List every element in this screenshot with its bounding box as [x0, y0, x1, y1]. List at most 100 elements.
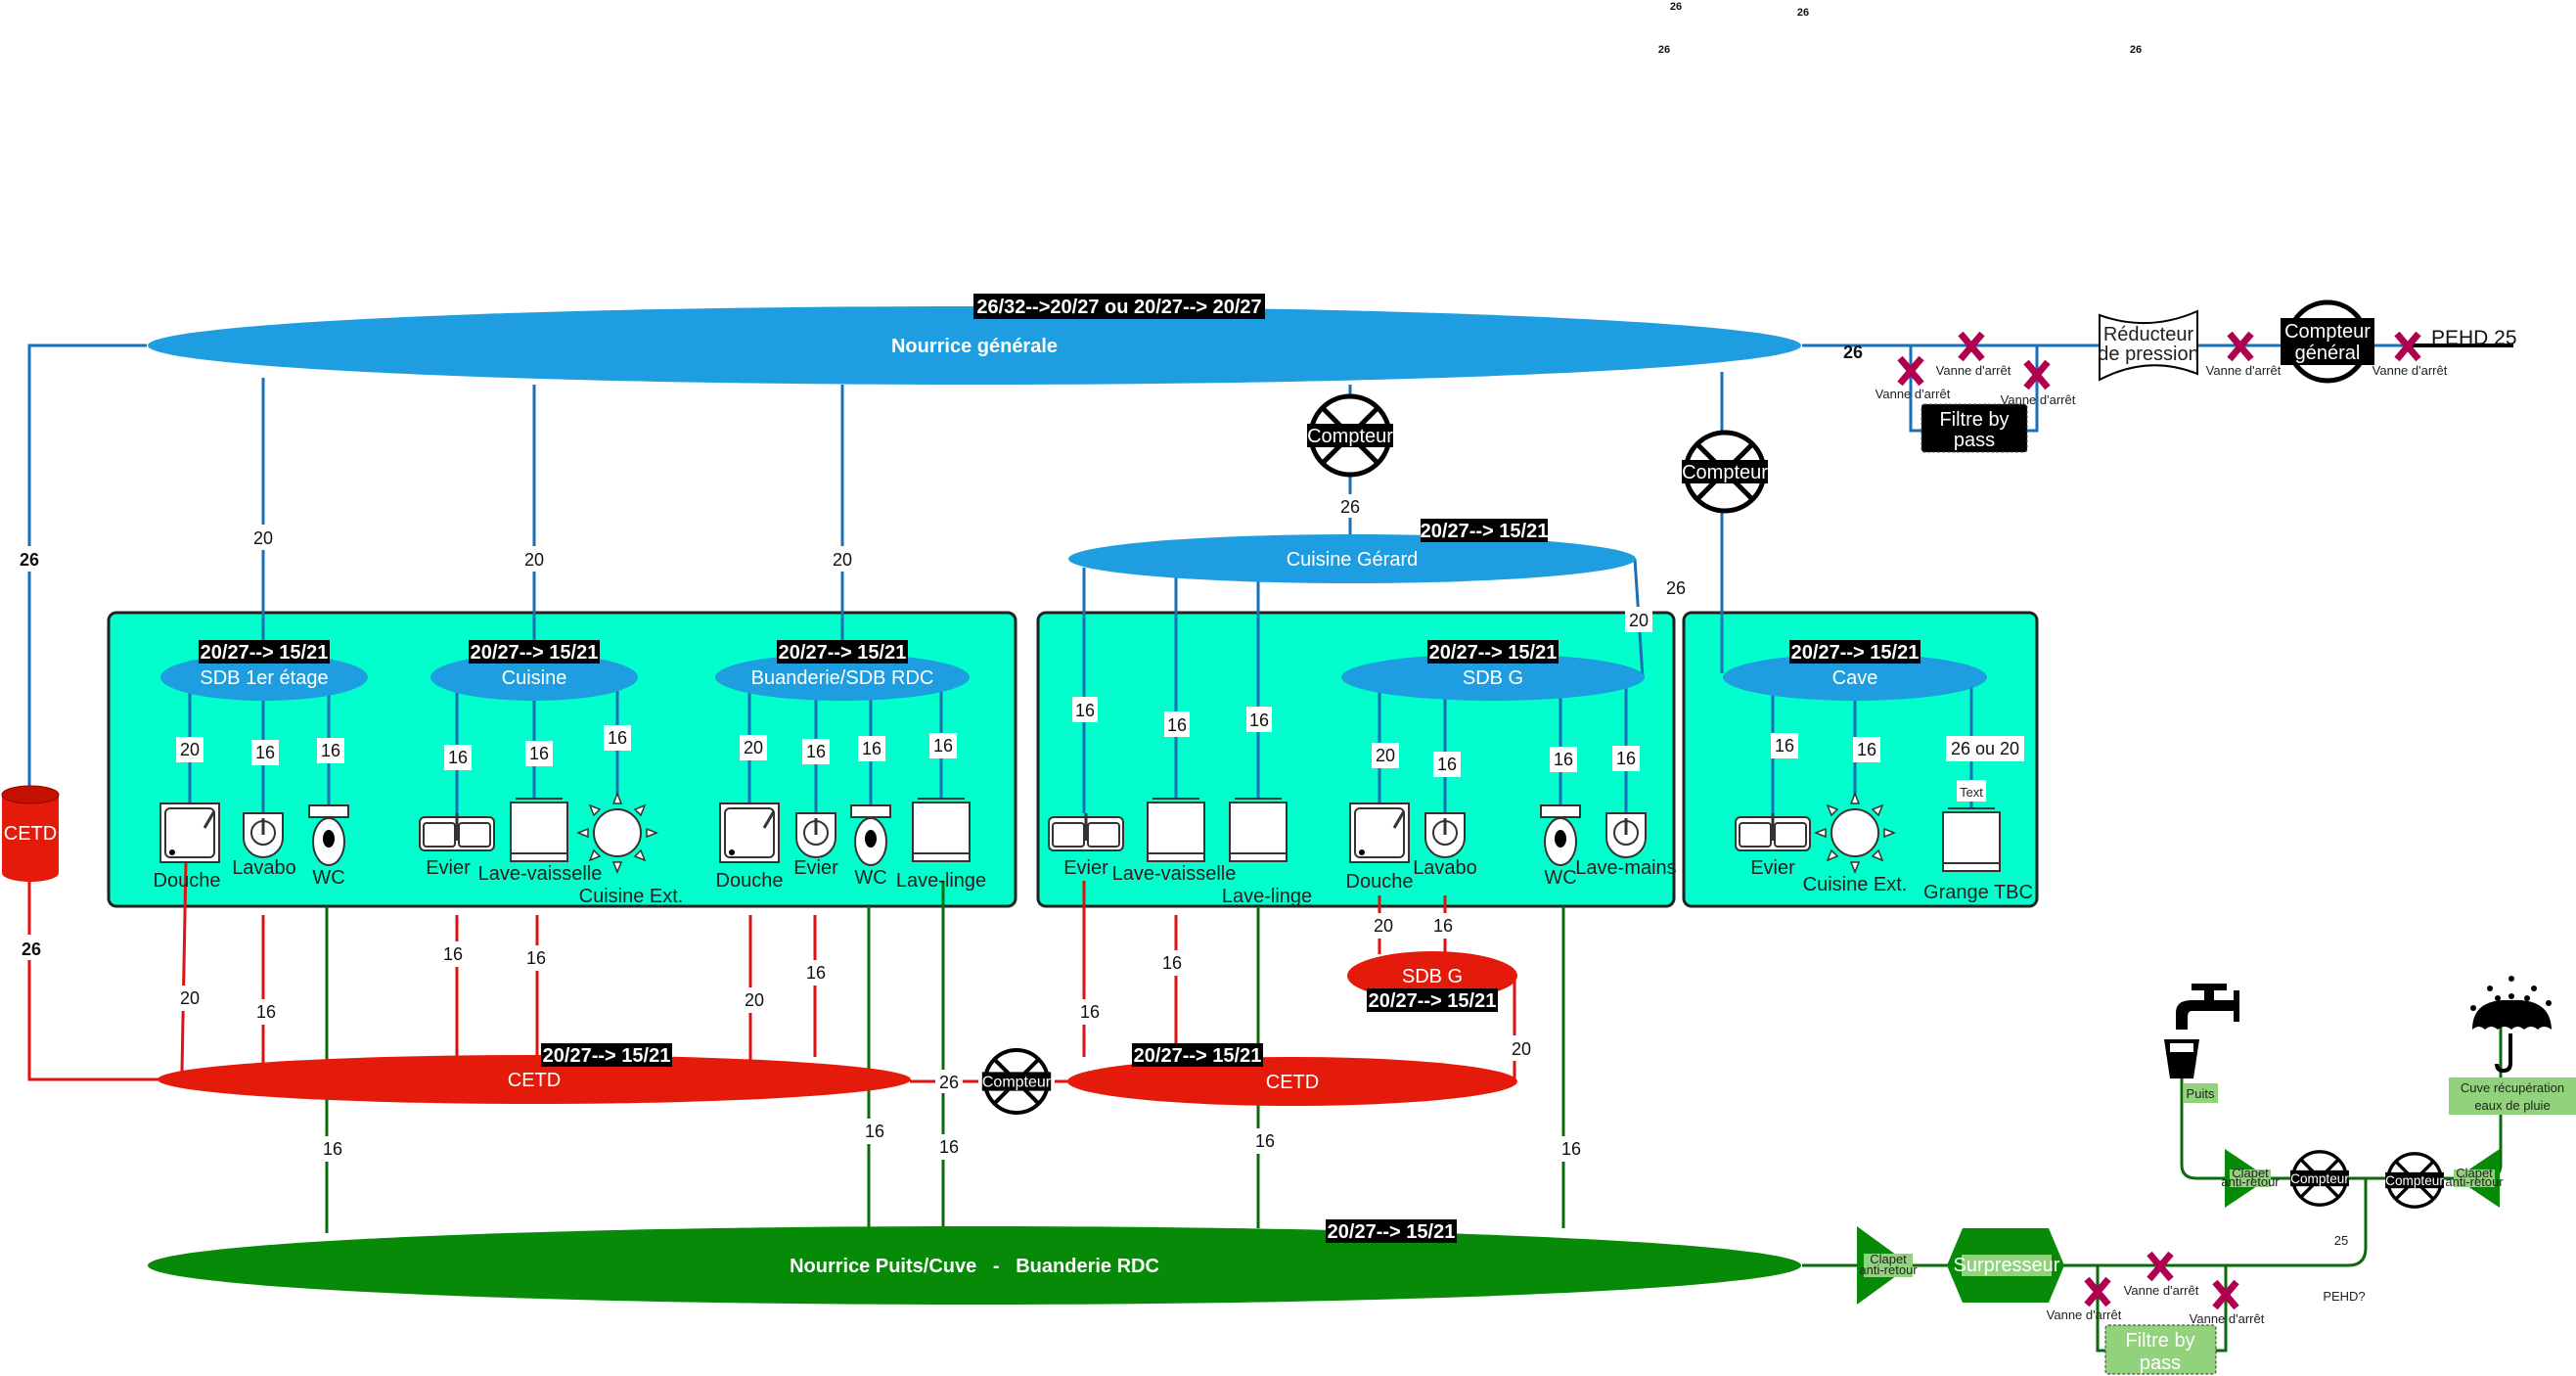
meter-well[interactable]: Compteur: [2288, 1150, 2351, 1207]
svg-text:Vanne d'arrêt: Vanne d'arrêt: [2206, 363, 2282, 378]
svg-text:Lave-linge: Lave-linge: [1222, 886, 1312, 907]
svg-text:Réducteur: Réducteur: [2103, 324, 2194, 345]
shower-icon: [158, 802, 221, 864]
washbasin-icon: [242, 811, 285, 859]
svg-text:20: 20: [524, 550, 544, 570]
cuisine-gerard-manifold[interactable]: Cuisine Gérard: [1068, 534, 1636, 583]
filter-bypass-well[interactable]: Filtre by pass: [2104, 1324, 2217, 1375]
faucet-icon: [2164, 984, 2239, 1078]
svg-text:Evier: Evier: [1750, 857, 1795, 879]
pipe-size-label: 16: [443, 944, 463, 964]
well-spec: 20/27--> 15/21: [1328, 1221, 1456, 1243]
filter-bypass[interactable]: Filtre by pass: [1921, 403, 2028, 453]
pressure-reducer[interactable]: Réducteur de pression: [2098, 309, 2199, 382]
pipe-size-label: 16: [862, 739, 881, 758]
main-manifold[interactable]: Nourrice générale: [148, 306, 1801, 385]
pipe-type-label: PEHD 25: [2431, 327, 2517, 349]
svg-text:20: 20: [1512, 1039, 1531, 1059]
room-spec: 20/27--> 15/21: [1429, 642, 1558, 664]
svg-text:Lavabo: Lavabo: [1413, 857, 1477, 879]
svg-text:Cuisine Gérard: Cuisine Gérard: [1287, 549, 1419, 571]
svg-text:20: 20: [833, 550, 852, 570]
svg-text:Evier: Evier: [793, 857, 838, 879]
cetd-tank-label: CETD: [4, 823, 57, 845]
check-valve-main[interactable]: Clapet anti-retour: [1857, 1226, 1918, 1305]
svg-text:Vanne d'arrêt: Vanne d'arrêt: [2047, 1307, 2122, 1322]
sdbg-return[interactable]: SDB G: [1347, 951, 1517, 1000]
room-manifold-4[interactable]: SDB G20/27--> 15/21: [1341, 640, 1645, 701]
svg-text:Nourrice Puits/Cuve - Buan: Nourrice Puits/Cuve - Buanderie RDC: [790, 1256, 1159, 1277]
svg-text:Compteur: Compteur: [2290, 1171, 2349, 1186]
booster-pump[interactable]: Surpresseur: [1947, 1228, 2064, 1303]
pipe-size-label: 16: [1616, 749, 1636, 768]
pipe-size-label: 16: [806, 742, 826, 761]
pipe-size-label: 16: [1437, 755, 1457, 774]
well-label: Puits: [2184, 1083, 2218, 1103]
check-valve-rain[interactable]: Clapet anti-retour: [2445, 1149, 2504, 1208]
room-label: Cave: [1832, 667, 1878, 689]
umbrella-rain-icon: [2470, 976, 2552, 1074]
svg-text:16: 16: [1167, 715, 1187, 735]
room-label: SDB 1er étage: [200, 667, 328, 689]
room-spec: 20/27--> 15/21: [779, 642, 907, 664]
cetd-return-2[interactable]: CETD: [1067, 1057, 1517, 1106]
svg-text:Compteur: Compteur: [982, 1075, 1052, 1091]
pipe-size-label: 16: [448, 748, 468, 767]
svg-text:Grange TBC: Grange TBC: [1923, 882, 2033, 903]
svg-text:Vanne d'arrêt: Vanne d'arrêt: [1936, 363, 2011, 378]
svg-text:Compteur: Compteur: [1682, 462, 1768, 483]
spec-badge: [973, 294, 1265, 319]
svg-text:SDB G: SDB G: [1402, 966, 1463, 987]
svg-text:Lave-mains: Lave-mains: [1575, 857, 1676, 879]
svg-text:eaux de pluie: eaux de pluie: [2474, 1098, 2550, 1113]
check-valve-well[interactable]: Clapet anti-retour: [2221, 1149, 2280, 1208]
svg-text:16: 16: [1075, 701, 1095, 720]
svg-text:Lave-vaisselle: Lave-vaisselle: [1112, 863, 1237, 885]
stray-label: 26: [1658, 44, 1670, 56]
svg-text:Cuisine Ext.: Cuisine Ext.: [579, 886, 684, 907]
handbasin-icon: [1604, 811, 1648, 859]
pipe-size-label: 20: [180, 740, 200, 759]
pipe-size-label: 26: [20, 550, 39, 570]
appliance-icon: [1942, 807, 2001, 872]
cetd-return-1[interactable]: CETD: [158, 1055, 911, 1104]
washing-machine-icon: [1229, 798, 1288, 862]
stray-label: 26: [1670, 1, 1682, 13]
meter-cuisine-gerard[interactable]: Compteur: [1307, 396, 1393, 475]
svg-text:Evier: Evier: [1063, 857, 1108, 879]
pipe-size-label: 26: [1843, 343, 1863, 362]
meter-rain[interactable]: Compteur: [2383, 1152, 2446, 1209]
svg-text:anti-retour: anti-retour: [2445, 1174, 2504, 1189]
meter-return[interactable]: Compteur: [982, 1050, 1052, 1113]
gerard-drop-labels: 16 16 16: [1072, 697, 1272, 737]
pipe-size-label: 20: [745, 990, 764, 1010]
pipe-size-label: 16: [806, 963, 826, 983]
svg-text:Text: Text: [1960, 785, 1983, 800]
sink-icon: [418, 811, 496, 852]
svg-text:anti-retour: anti-retour: [1859, 1262, 1918, 1277]
svg-text:de pression: de pression: [2098, 344, 2198, 365]
cetd-tank[interactable]: CETD: [1, 785, 60, 882]
pipe-size-label: 16: [1162, 953, 1182, 973]
svg-text:Clapet: Clapet: [1870, 1252, 1907, 1266]
pipe-size-label: 16: [255, 743, 275, 762]
room-label: Cuisine: [502, 667, 567, 689]
main-water-meter[interactable]: Compteur général: [2281, 299, 2374, 384]
pipe-size-label: 26: [22, 940, 41, 959]
meter-cave[interactable]: Compteur: [1682, 433, 1768, 511]
pipe-size-label: 26: [1666, 578, 1686, 598]
pipe-size-label: 16: [1775, 736, 1794, 756]
pipe-size-label: 20: [180, 988, 200, 1008]
well-manifold[interactable]: Nourrice Puits/Cuve - Buanderie RDC: [148, 1226, 1801, 1305]
shower-icon: [718, 802, 781, 864]
sink-icon: [1734, 811, 1812, 852]
svg-text:Compteur: Compteur: [2284, 321, 2371, 343]
svg-text:pass: pass: [2140, 1353, 2181, 1374]
pipe-size-label: 20: [744, 738, 763, 757]
pipe-size-label: 16: [608, 728, 627, 748]
